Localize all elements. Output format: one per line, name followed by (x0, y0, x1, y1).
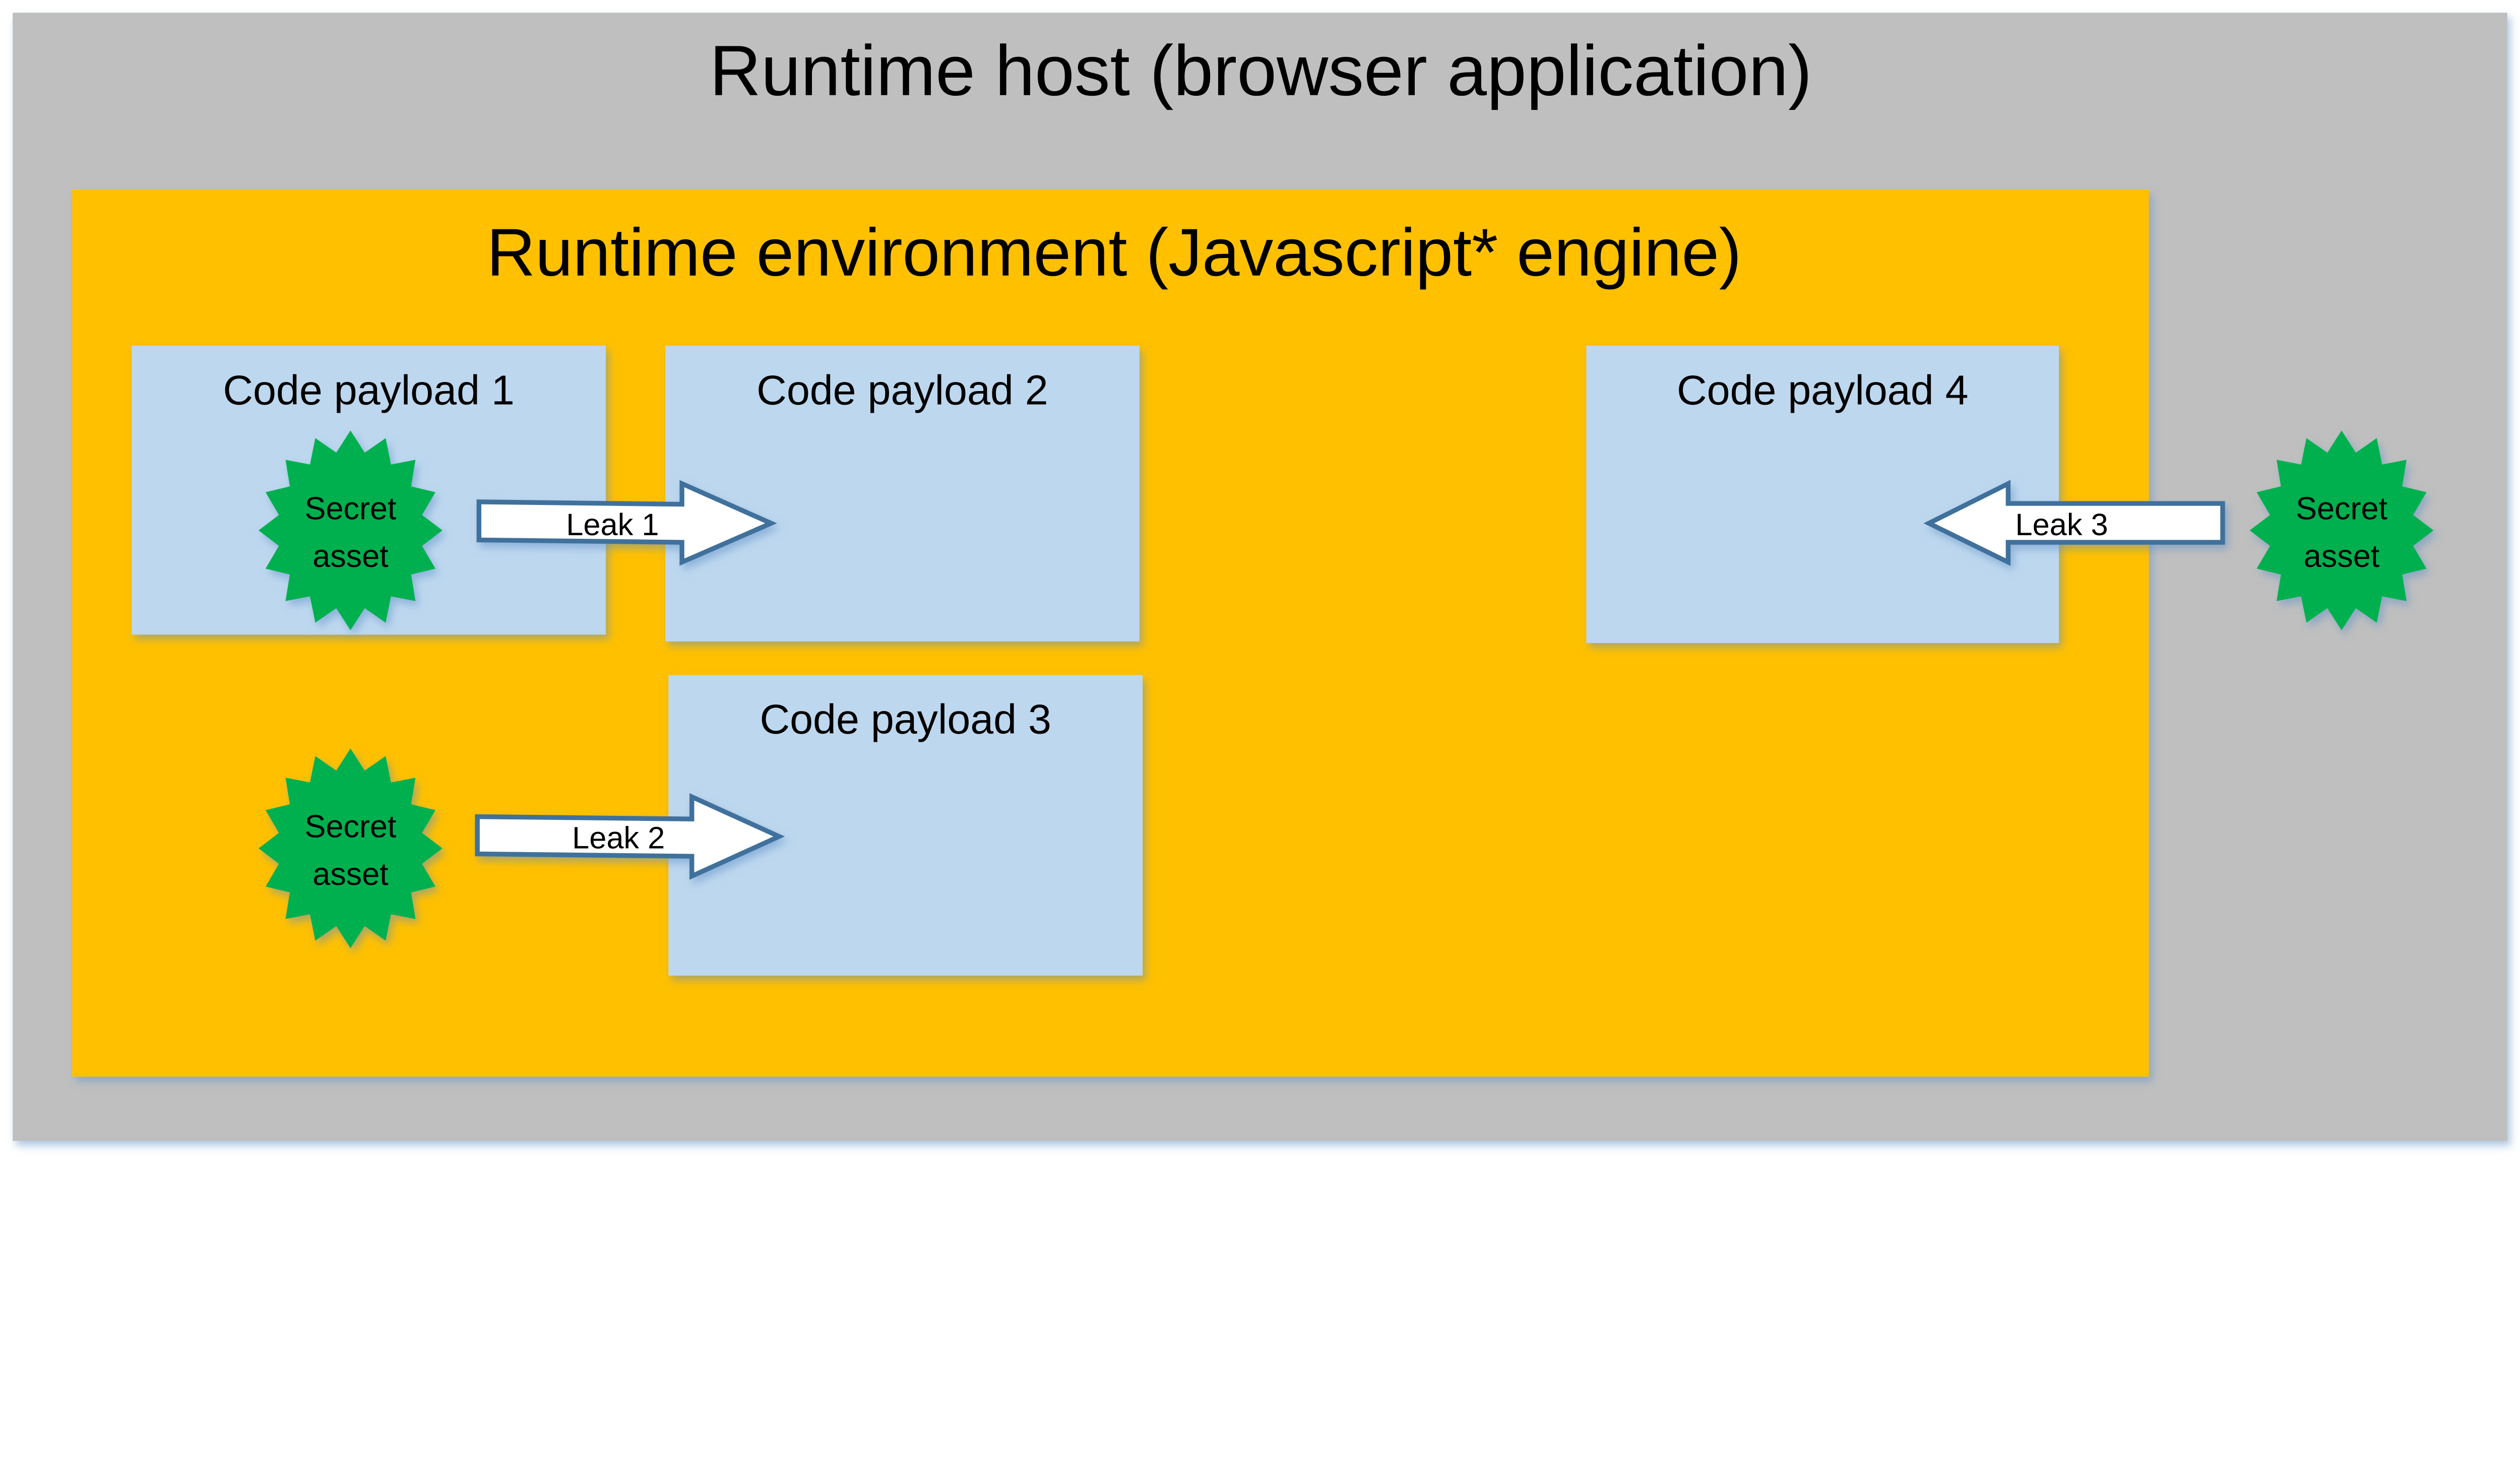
code-payload-2: Code payload 2 (665, 345, 1140, 642)
secret-label: Secret (2296, 491, 2387, 527)
starburst-icon (2249, 430, 2434, 630)
secret-asset-1: Secret asset (259, 430, 443, 630)
starburst-icon (259, 748, 443, 948)
starburst-icon (259, 430, 443, 630)
leak-label: Leak 3 (2015, 507, 2108, 542)
secret-label: asset (2304, 539, 2380, 574)
leak-3-arrow: Leak 3 (1923, 480, 2225, 566)
payload-label: Code payload 4 (1677, 366, 1969, 413)
secret-label: Secret (304, 491, 396, 527)
payload-label: Code payload 1 (223, 366, 514, 413)
secret-asset-3: Secret asset (2249, 430, 2434, 630)
secret-label: asset (312, 857, 389, 892)
secret-label: Secret (304, 809, 396, 844)
leak-2-arrow: Leak 2 (475, 793, 785, 880)
secret-label: asset (312, 539, 389, 574)
leak-1-arrow: Leak 1 (476, 480, 777, 566)
diagram: Runtime host (browser application) Runti… (13, 13, 2507, 1141)
host-title: Runtime host (browser application) (710, 31, 1812, 111)
leak-label: Leak 1 (566, 507, 659, 542)
payload-label: Code payload 3 (760, 695, 1051, 742)
secret-asset-2: Secret asset (259, 748, 443, 948)
payload-label: Code payload 2 (757, 366, 1048, 413)
leak-label: Leak 2 (572, 820, 665, 855)
environment-title: Runtime environment (Javascript* engine) (487, 215, 1742, 290)
code-payload-4: Code payload 4 (1586, 345, 2059, 643)
